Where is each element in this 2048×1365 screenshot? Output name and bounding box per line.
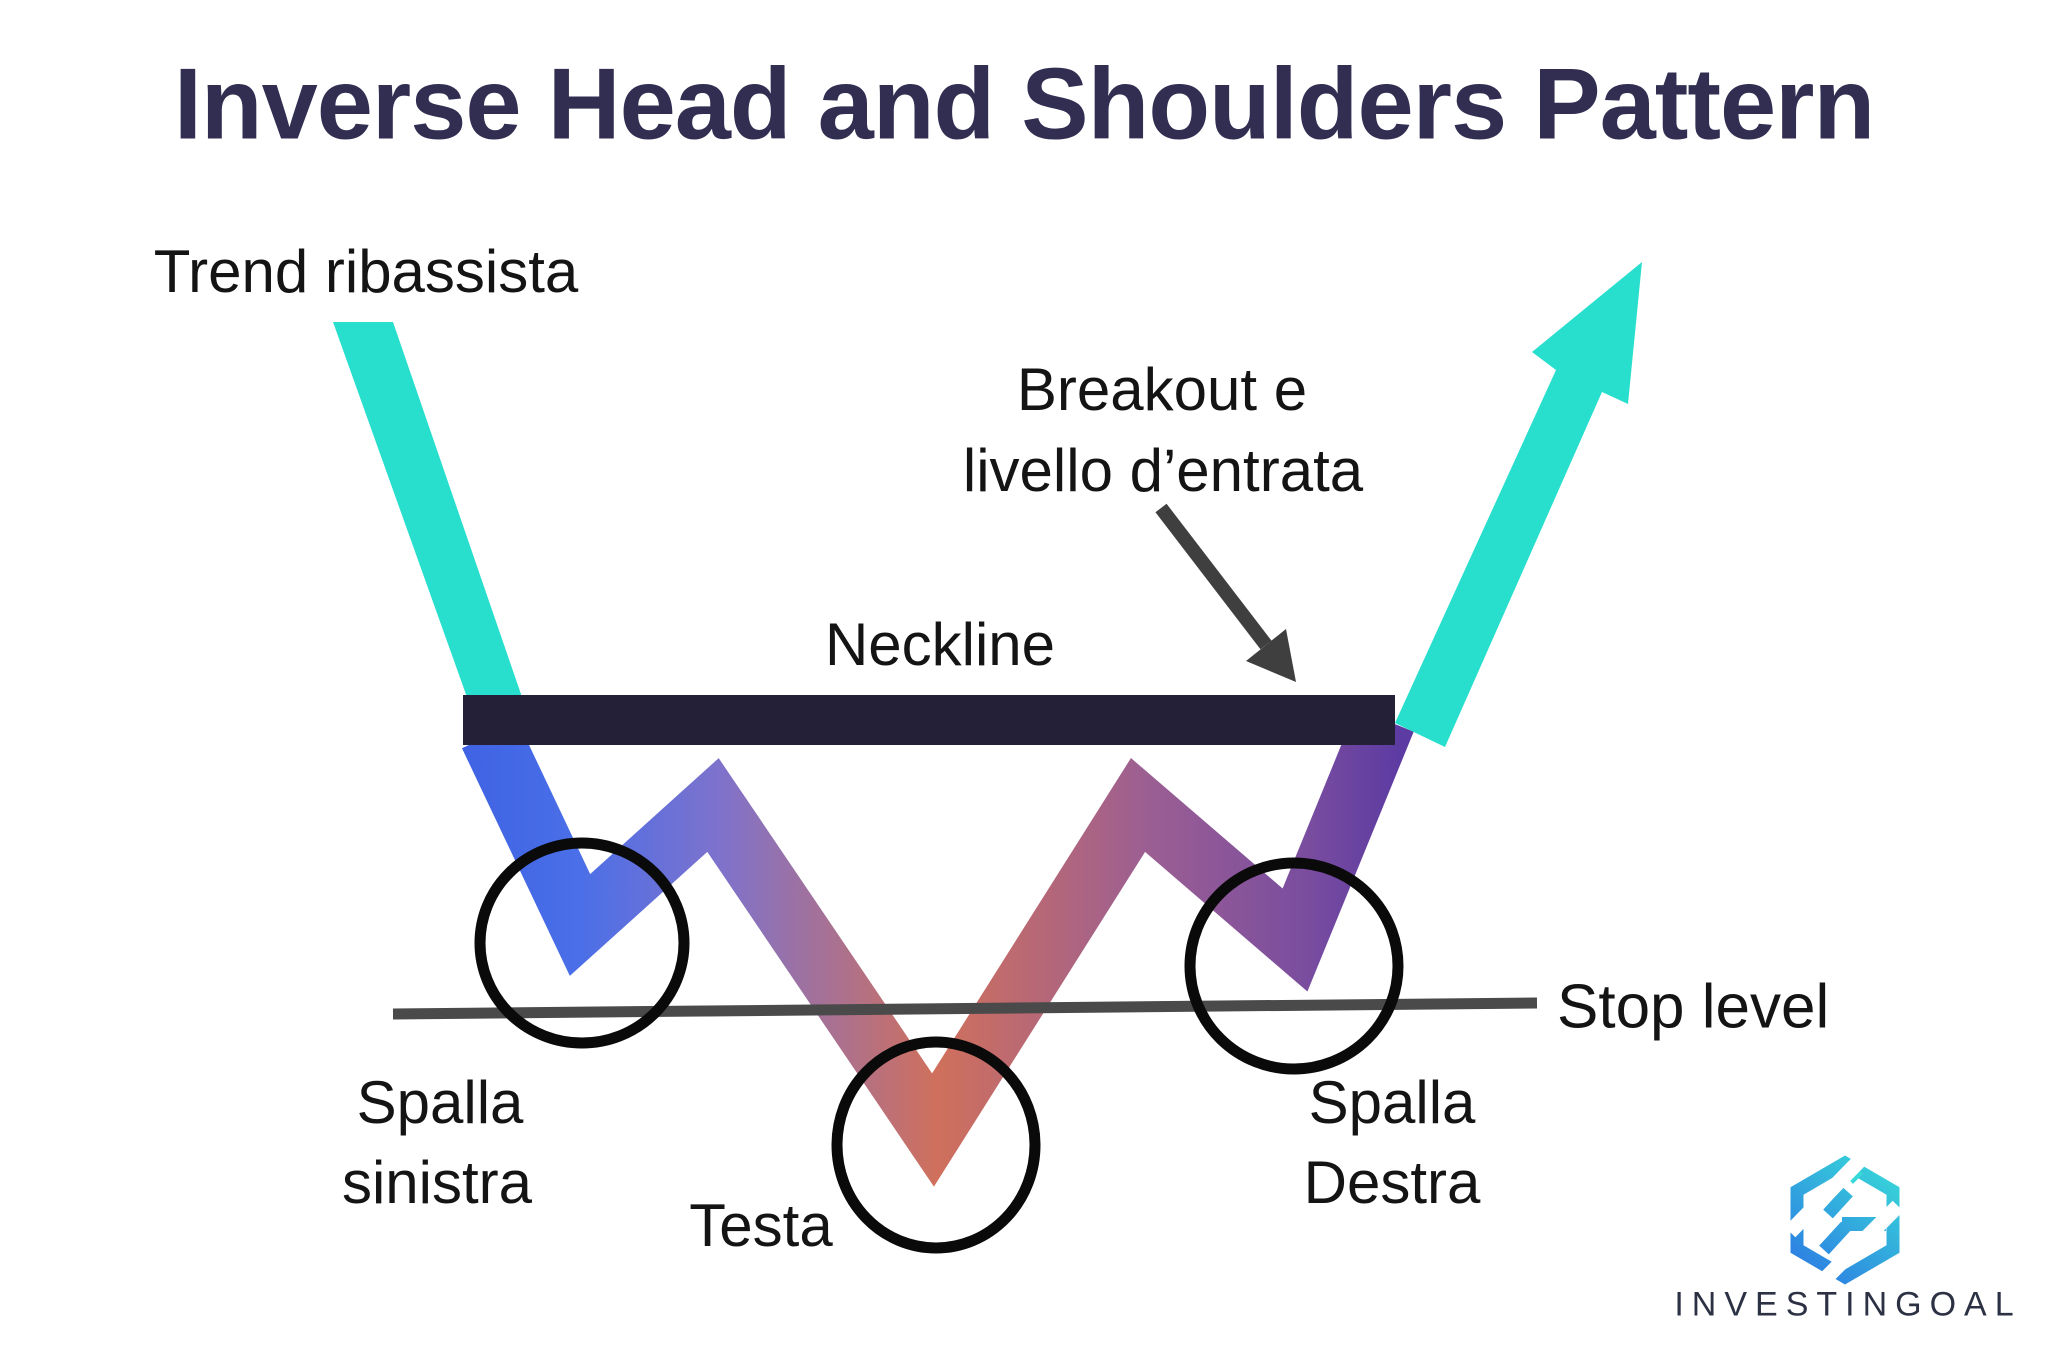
right-shoulder-label-line2: Destra (1303, 1149, 1481, 1216)
page-title: Inverse Head and Shoulders Pattern (173, 48, 1875, 161)
investingoal-wordmark: INVESTINGOAL (1674, 1285, 2022, 1324)
breakout-label-line1: Breakout e (1016, 356, 1308, 423)
neckline-bar (463, 695, 1395, 745)
breakout-label-line2: livello d’entrata (962, 437, 1364, 504)
downtrend-line (333, 322, 523, 700)
right-shoulder-circle (1184, 857, 1404, 1075)
investingoal-logo-icon (1784, 1146, 1904, 1298)
stop-level-label: Stop level (1557, 972, 1830, 1042)
breakout-pointer-arrow (1155, 503, 1296, 682)
head-circle (831, 1036, 1041, 1254)
left-shoulder-label-line2: sinistra (341, 1149, 533, 1216)
head-label: Testa (689, 1192, 833, 1259)
stop-level-line (392, 997, 1538, 1020)
left-shoulder-circle (474, 837, 690, 1049)
left-shoulder-label-line1: Spalla (356, 1069, 524, 1136)
right-shoulder-label-line1: Spalla (1308, 1069, 1476, 1136)
price-zigzag-path (461, 708, 1414, 1187)
neckline-label: Neckline (824, 611, 1056, 678)
breakout-arrow (1395, 262, 1642, 747)
downtrend-label: Trend ribassista (153, 238, 579, 305)
